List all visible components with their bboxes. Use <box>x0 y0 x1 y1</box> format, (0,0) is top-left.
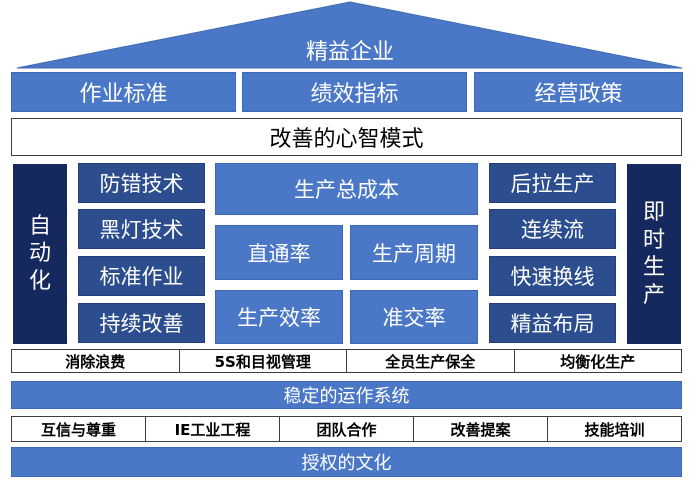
foundation-improvement-suggestions: 改善提案 <box>413 417 547 441</box>
foundation-teamwork: 团队合作 <box>279 417 413 441</box>
left-pillar-char: 自 <box>28 213 51 239</box>
left-pillar-char: 动 <box>28 241 51 267</box>
left-tool-error-proofing: 防错技术 <box>78 163 205 203</box>
foundation-5s-visual-management: 5S和目视管理 <box>178 350 347 372</box>
right-tool-quick-changeover: 快速换线 <box>489 256 616 296</box>
roof-title: 精益企业 <box>305 40 394 65</box>
roof <box>16 1 683 69</box>
foundation-culture-row: 互信与尊重 IE工业工程 团队合作 改善提案 技能培训 <box>11 416 682 442</box>
center-production-efficiency: 生产效率 <box>215 290 343 344</box>
center-total-production-cost: 生产总成本 <box>215 163 478 215</box>
left-pillar-char: 化 <box>28 268 51 294</box>
left-tool-standard-work: 标准作业 <box>78 256 205 296</box>
stable-operating-system-bar: 稳定的运作系统 <box>11 381 682 409</box>
right-pillar-char: 即 <box>642 200 665 225</box>
foundation-trust-respect: 互信与尊重 <box>40 420 116 439</box>
empowerment-culture-bar: 授权的文化 <box>11 447 682 477</box>
foundation-skills-training: 技能培训 <box>547 417 681 441</box>
foundation-tpm: 全员生产保全 <box>346 350 514 372</box>
right-pillar-char: 产 <box>642 282 665 308</box>
foundation-level-production: 均衡化生产 <box>513 350 682 372</box>
center-on-time-delivery: 准交率 <box>350 290 478 344</box>
foundation-eliminate-waste: 消除浪费 <box>65 352 126 371</box>
right-tool-lean-layout: 精益布局 <box>489 303 616 343</box>
center-first-pass-yield: 直通率 <box>215 225 343 280</box>
right-tool-continuous-flow: 连续流 <box>489 209 616 249</box>
right-pillar-char: 时 <box>642 227 665 253</box>
right-pillar-char: 生 <box>642 255 665 280</box>
right-tool-pull-production: 后拉生产 <box>489 163 616 203</box>
goal-work-standard: 作业标准 <box>11 72 236 112</box>
foundation-practices-row: 消除浪费 5S和目视管理 全员生产保全 均衡化生产 <box>11 349 682 373</box>
goal-performance-indicators: 绩效指标 <box>242 72 467 112</box>
goal-business-policy: 经营政策 <box>474 72 683 112</box>
right-pillar-just-in-time: 即 时 生 产 <box>627 164 681 344</box>
left-tool-continuous-improvement: 持续改善 <box>78 303 205 343</box>
left-pillar-jidoka: 自 动 化 <box>13 164 67 344</box>
improvement-mindset-bar: 改善的心智模式 <box>11 118 682 156</box>
left-tool-lights-out: 黑灯技术 <box>78 209 205 249</box>
center-cycle-time: 生产周期 <box>350 225 478 280</box>
foundation-industrial-engineering: IE工业工程 <box>145 417 279 441</box>
